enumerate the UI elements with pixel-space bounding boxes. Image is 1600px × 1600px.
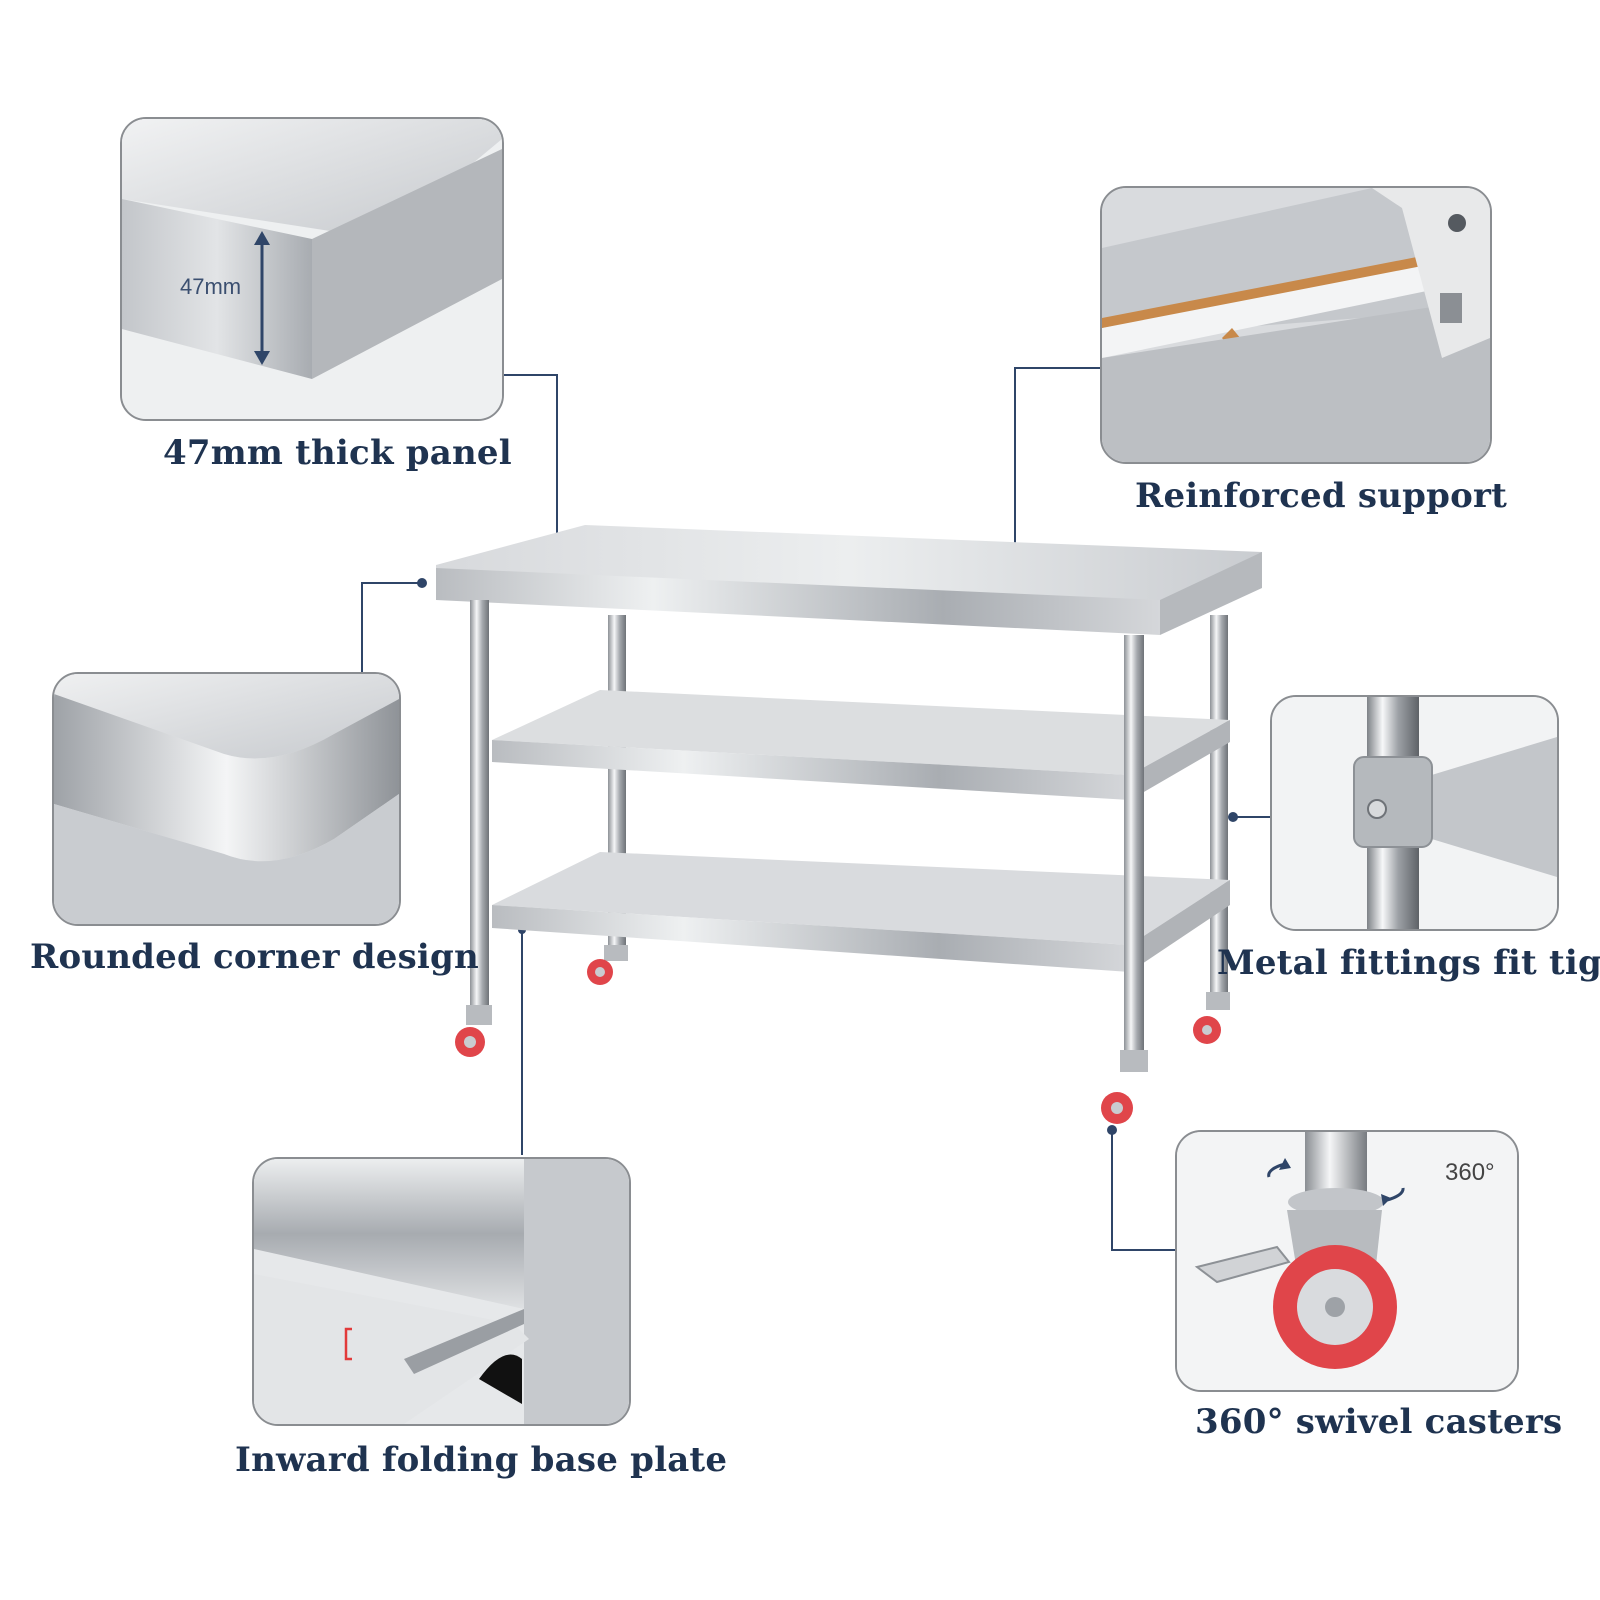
anchor-dot: [1107, 1125, 1117, 1135]
leader-reinforced: [1014, 367, 1100, 583]
caster-back-right: [1193, 992, 1230, 1044]
caster-front-left: [455, 1005, 492, 1057]
caption-rounded-corner: Rounded corner design: [30, 937, 479, 977]
caption-reinforced-support: Reinforced support: [1135, 476, 1507, 516]
leader-rounded-corner: [361, 582, 420, 672]
dimension-label: 47mm: [180, 274, 241, 299]
rounded-corner-detail-panel: [52, 672, 401, 926]
swivel-caster-detail-panel: 360°: [1175, 1130, 1519, 1392]
leader-thick-panel: [500, 374, 558, 538]
reinforced-support-detail-panel: [1100, 186, 1492, 464]
caption-swivel-casters: 360° swivel casters: [1195, 1402, 1563, 1442]
caster-front-right: [1101, 1050, 1148, 1124]
thick-panel-detail-panel: 47mm: [120, 117, 504, 421]
metal-fittings-detail-panel: [1270, 695, 1559, 931]
anchor-dot: [1228, 812, 1238, 822]
reinforcement-bar: [1102, 256, 1422, 328]
caption-base-plate: Inward folding base plate: [235, 1440, 728, 1480]
caster-back-left: [587, 945, 628, 985]
anchor-dot: [417, 578, 427, 588]
rotation-label: 360°: [1445, 1159, 1495, 1186]
caption-thick-panel: 47mm thick panel: [163, 433, 512, 473]
caption-metal-fittings: Metal fittings fit tightly: [1217, 943, 1600, 983]
base-plate-detail-panel: [252, 1157, 631, 1426]
leader-casters: [1111, 1130, 1175, 1251]
